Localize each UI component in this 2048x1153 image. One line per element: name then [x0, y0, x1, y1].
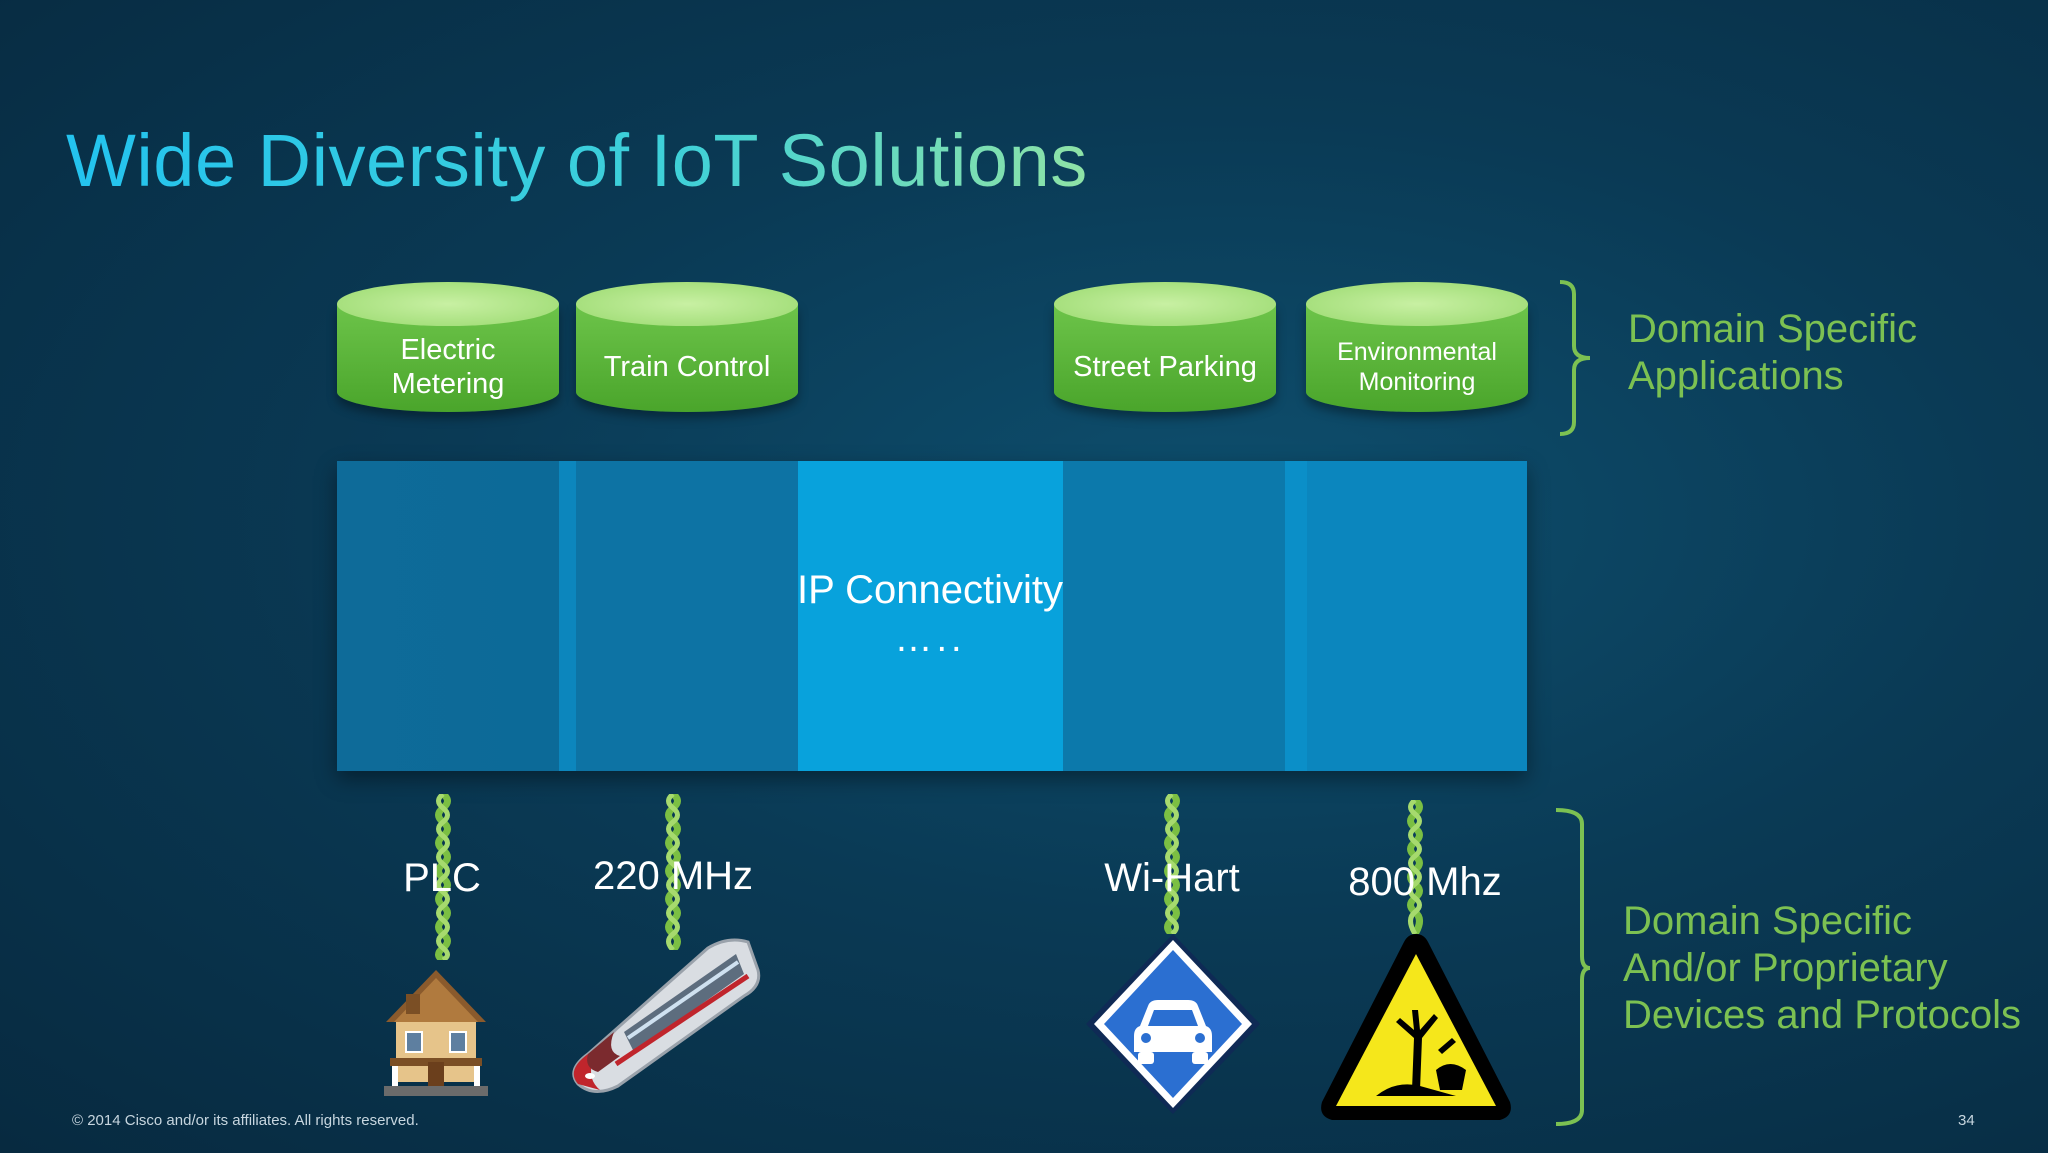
page-number: 34: [1958, 1112, 1975, 1129]
copyright-footer: © 2014 Cisco and/or its affiliates. All …: [72, 1112, 419, 1129]
cable-icon: [1164, 794, 1180, 934]
ip-segment-divider: [1285, 461, 1307, 771]
protocol-label-800mhz: 800 Mhz: [1348, 860, 1502, 904]
ip-segment: [1307, 461, 1527, 771]
app-label: Street Parking: [1073, 351, 1257, 383]
bracket-label-devices: Domain Specific And/or Proprietary Devic…: [1623, 899, 2021, 1037]
cable-icon: [435, 794, 451, 960]
train-icon: [572, 938, 761, 1093]
bracket-applications: [1559, 280, 1591, 436]
protocol-label-wihart: Wi-Hart: [1104, 856, 1240, 900]
ip-segment-divider: [559, 461, 576, 771]
bracket-devices: [1555, 808, 1591, 1126]
environmental-hazard-sign-icon: [1321, 934, 1511, 1120]
ip-segment: [576, 461, 798, 771]
protocol-label-plc: PLC: [403, 856, 481, 900]
app-street-parking: Street Parking: [1054, 282, 1276, 432]
ip-connectivity-dots: …..: [894, 618, 966, 660]
app-label: Train Control: [603, 351, 771, 383]
slide-title: Wide Diversity of IoT Solutions: [66, 119, 1088, 202]
ip-connectivity-label: IP Connectivity: [796, 568, 1064, 612]
ip-segment: [1063, 461, 1285, 771]
cable-icon: [1407, 800, 1423, 934]
house-icon: [384, 970, 488, 1096]
car-parking-sign-icon: [1086, 934, 1260, 1114]
bracket-label-applications: Domain Specific Applications: [1628, 307, 1918, 398]
protocol-label-220mhz: 220 MHz: [592, 854, 754, 898]
ip-connectivity-layer: [337, 461, 1527, 771]
app-train-control: Train Control: [576, 282, 798, 432]
ip-segment: [337, 461, 559, 771]
cable-icon: [665, 794, 681, 950]
ip-segment-center: [798, 461, 1063, 771]
